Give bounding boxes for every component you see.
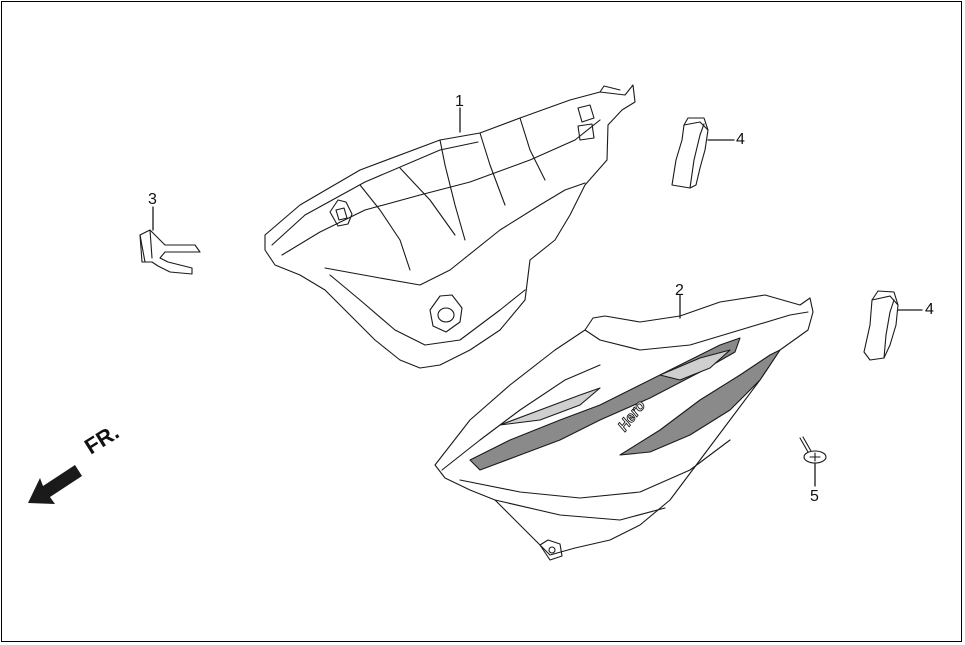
part-1-side-cover-upper — [264, 84, 636, 369]
leader-lines — [152, 107, 923, 487]
part-4a-cushion — [671, 117, 709, 189]
callout-3: 3 — [148, 191, 157, 208]
part-3-clip — [139, 229, 201, 275]
part-5-screw — [799, 436, 827, 464]
part-2-side-cover-lower — [434, 294, 814, 561]
callout-4a: 4 — [736, 131, 745, 148]
front-direction-arrow-icon — [28, 465, 82, 504]
callout-2: 2 — [675, 282, 684, 299]
callout-4b: 4 — [925, 301, 934, 318]
part-4b-cushion — [863, 290, 899, 361]
callout-5: 5 — [810, 488, 819, 505]
callout-1: 1 — [455, 93, 464, 110]
